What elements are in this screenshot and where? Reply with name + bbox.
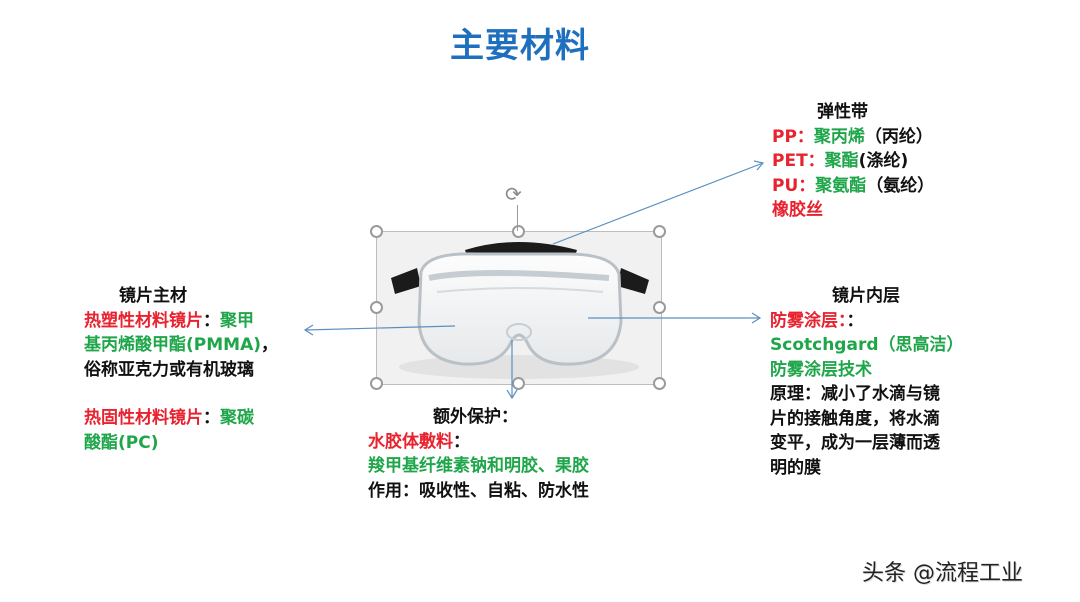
goggles-illustration	[391, 242, 649, 379]
extra-material-line: 水胶体敷料：	[368, 431, 470, 452]
strap-line-rubber: 橡胶丝	[772, 200, 823, 220]
extra-protection-block: 额外保护： 水胶体敷料： 羧甲基纤维素钠和明胶、果胶 作用：吸收性、自粘、防水性	[368, 405, 648, 503]
resize-handle-right[interactable]	[653, 301, 666, 314]
resize-handle-top-left[interactable]	[370, 225, 383, 238]
thermoplastic-line-1: 热塑性材料镜片：聚甲	[84, 310, 254, 331]
resize-handle-bottom-right[interactable]	[653, 377, 666, 390]
coating-line: 防雾涂层：：	[770, 310, 864, 331]
strap-line-pet: PET：聚酯(涤纶)	[772, 151, 909, 171]
thermoset-line-1: 热固性材料镜片：聚碳	[84, 408, 254, 428]
strap-materials-block: 弹性带 PP：聚丙烯（丙纶） PET：聚酯(涤纶) PU：聚氨酯（氨纶） 橡胶丝	[772, 100, 992, 223]
strap-heading: 弹性带	[817, 102, 868, 122]
principle-line-1: 原理：减小了水滴与镜	[770, 384, 940, 404]
rotate-icon[interactable]: ⟳	[505, 182, 522, 206]
lens-material-block: 镜片主材 热塑性材料镜片：聚甲 基丙烯酸甲酯(PMMA)， 俗称亚克力或有机玻璃…	[84, 284, 314, 455]
thermoplastic-line-2: 基丙烯酸甲酯(PMMA)，	[84, 335, 278, 355]
strap-line-pp: PP：聚丙烯（丙纶）	[772, 126, 933, 147]
watermark: 头条 @流程工业	[862, 561, 1023, 586]
thermoplastic-note: 俗称亚克力或有机玻璃	[84, 359, 254, 380]
inner-heading: 镜片内层	[832, 286, 900, 306]
resize-handle-top-right[interactable]	[653, 225, 666, 238]
resize-handle-bottom[interactable]	[512, 377, 525, 390]
principle-line-2: 片的接触角度，将水滴	[770, 408, 940, 429]
thermoset-line-2: 酸酯(PC)	[84, 432, 159, 453]
extra-material-value: 羧甲基纤维素钠和明胶、果胶	[368, 456, 589, 476]
resize-handle-bottom-left[interactable]	[370, 377, 383, 390]
tech-line-2: 防雾涂层技术	[770, 359, 872, 380]
extra-heading: 额外保护：	[433, 407, 518, 427]
resize-handle-top[interactable]	[512, 225, 525, 238]
lens-inner-layer-block: 镜片内层 防雾涂层：： Scotchgard（思高洁） 防雾涂层技术 原理：减小…	[770, 284, 985, 480]
lens-heading: 镜片主材	[119, 286, 187, 306]
principle-line-3: 变平，成为一层薄而透	[770, 433, 940, 453]
rotate-stem	[517, 205, 518, 231]
arrow-to-strap	[552, 162, 764, 245]
goggles-image[interactable]	[376, 231, 662, 385]
extra-effect: 作用：吸收性、自粘、防水性	[368, 480, 589, 501]
page-title: 主要材料	[450, 26, 590, 66]
strap-line-pu: PU：聚氨酯（氨纶）	[772, 175, 935, 196]
tech-line-1: Scotchgard（思高洁）	[770, 335, 964, 355]
resize-handle-left[interactable]	[370, 301, 383, 314]
arrow-to-lens-material	[304, 325, 456, 331]
principle-line-4: 明的膜	[770, 457, 821, 478]
